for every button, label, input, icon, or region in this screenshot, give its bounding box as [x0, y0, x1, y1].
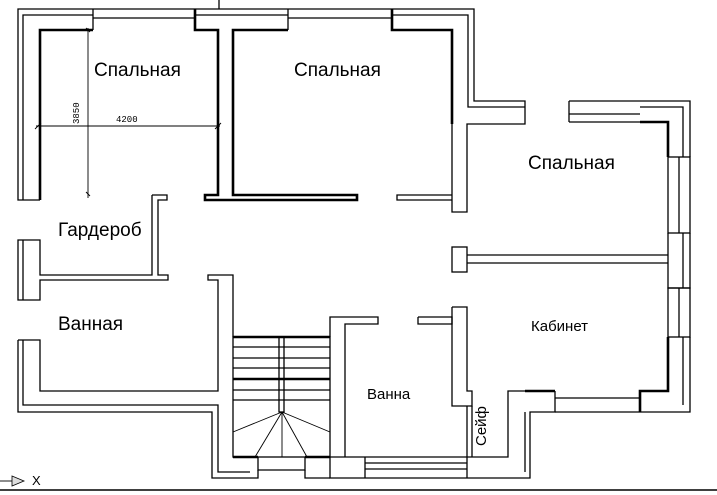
dimension-width: 4200 [116, 115, 138, 125]
room-label-wardrobe: Гардероб [58, 220, 142, 241]
dimension-lines [34, 27, 222, 198]
room-label-safe: Сейф [473, 406, 490, 446]
dimension-height: 3850 [72, 102, 82, 124]
ucs-axis [0, 475, 26, 487]
room-label-bedroom-3: Спальная [528, 153, 615, 174]
room-label-bedroom-2: Спальная [294, 60, 381, 81]
room-label-study: Кабинет [531, 318, 589, 335]
outer-walls [17, 0, 691, 479]
room-label-bathroom-2: Ванна [367, 386, 411, 403]
axis-x-label: X [32, 473, 41, 488]
room-label-bedroom-1: Спальная [94, 60, 181, 81]
room-label-bathroom-1: Ванная [58, 314, 124, 335]
inner-walls [17, 194, 668, 479]
staircase [232, 335, 331, 479]
